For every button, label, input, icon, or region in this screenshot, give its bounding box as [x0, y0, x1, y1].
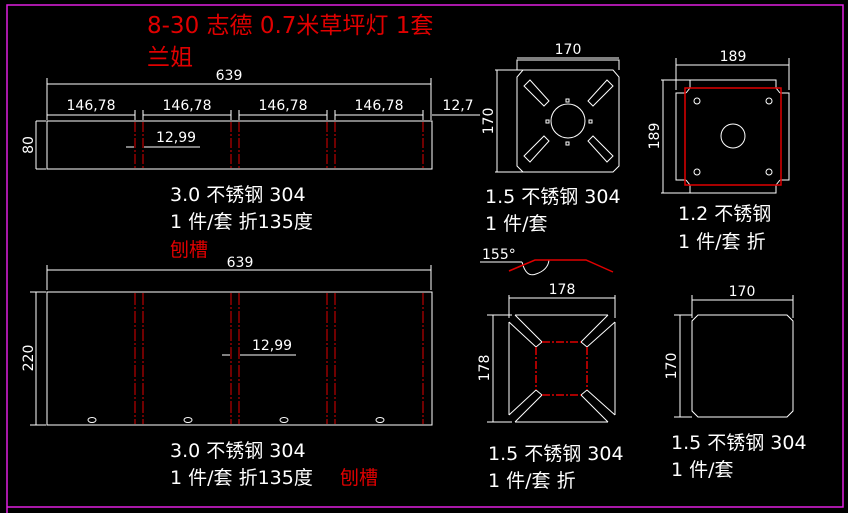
- plate189-material: 1.2 不锈钢: [678, 203, 771, 225]
- center-hole: [720, 123, 746, 149]
- drawing-border: [6, 4, 844, 513]
- title-line1: 8-30 志德 0.7米草坪灯 1套: [147, 13, 433, 39]
- hopper-dim-height: 178: [477, 355, 493, 382]
- strip-dim-section-4: 146,78: [355, 98, 404, 114]
- strip-fold-lines: [134, 122, 424, 168]
- center-hole: [550, 103, 586, 139]
- plate170-outline: [691, 314, 794, 418]
- part-plate-170-slots: [495, 57, 620, 173]
- part-hopper-178: [487, 295, 616, 423]
- strip-dim-section-2: 146,78: [163, 98, 212, 114]
- hopper-fold-lines: [535, 341, 588, 396]
- hopper-qty: 1 件/套 折: [488, 470, 576, 492]
- strip-dim-end: 12,7: [442, 98, 473, 114]
- plate170s-dim-height: 170: [481, 108, 497, 135]
- part-plate-189: [661, 58, 790, 194]
- title-line2: 兰姐: [147, 45, 193, 71]
- panel-dim-height: 220: [21, 345, 37, 372]
- plate189-fold-lines: [684, 87, 782, 186]
- strip-note: 刨槽: [170, 239, 208, 261]
- strip-material: 3.0 不锈钢 304: [170, 184, 306, 206]
- plate170-dim-width: 170: [729, 284, 756, 300]
- plate170s-material: 1.5 不锈钢 304: [485, 186, 621, 208]
- plate170-qty: 1 件/套: [671, 459, 734, 481]
- panel-outline: [46, 291, 433, 426]
- panel-material: 3.0 不锈钢 304: [170, 440, 306, 462]
- plate170-dim-height: 170: [664, 353, 680, 380]
- strip-dim-slot: 12,99: [156, 130, 196, 146]
- plate189-dim-width: 189: [720, 49, 747, 65]
- strip-outline: [46, 120, 433, 170]
- part-hopper-profile: [480, 259, 614, 276]
- panel-fold-lines: [134, 293, 424, 424]
- strip-dim-section-1: 146,78: [67, 98, 116, 114]
- part-strip-80: [35, 78, 480, 170]
- plate170s-qty: 1 件/套: [485, 213, 548, 235]
- plate170s-dim-width: 170: [555, 42, 582, 58]
- panel-note: 刨槽: [340, 467, 378, 489]
- part-plate-170: [674, 295, 794, 418]
- hopper-dim-width: 178: [549, 282, 576, 298]
- hopper-material: 1.5 不锈钢 304: [488, 443, 624, 465]
- hopper-dim-angle: 155°: [482, 247, 516, 263]
- strip-dim-total: 639: [216, 68, 243, 84]
- plate170-material: 1.5 不锈钢 304: [671, 432, 807, 454]
- panel-dim-total: 639: [227, 255, 254, 271]
- strip-dim-height: 80: [21, 136, 37, 154]
- plate189-qty: 1 件/套 折: [678, 231, 766, 253]
- plate189-dim-height: 189: [647, 123, 663, 150]
- part-panel-220: [30, 265, 433, 426]
- panel-qty: 1 件/套 折135度: [170, 467, 313, 489]
- strip-qty: 1 件/套 折135度: [170, 211, 313, 233]
- panel-dim-slot: 12,99: [252, 338, 292, 354]
- strip-dim-section-3: 146,78: [259, 98, 308, 114]
